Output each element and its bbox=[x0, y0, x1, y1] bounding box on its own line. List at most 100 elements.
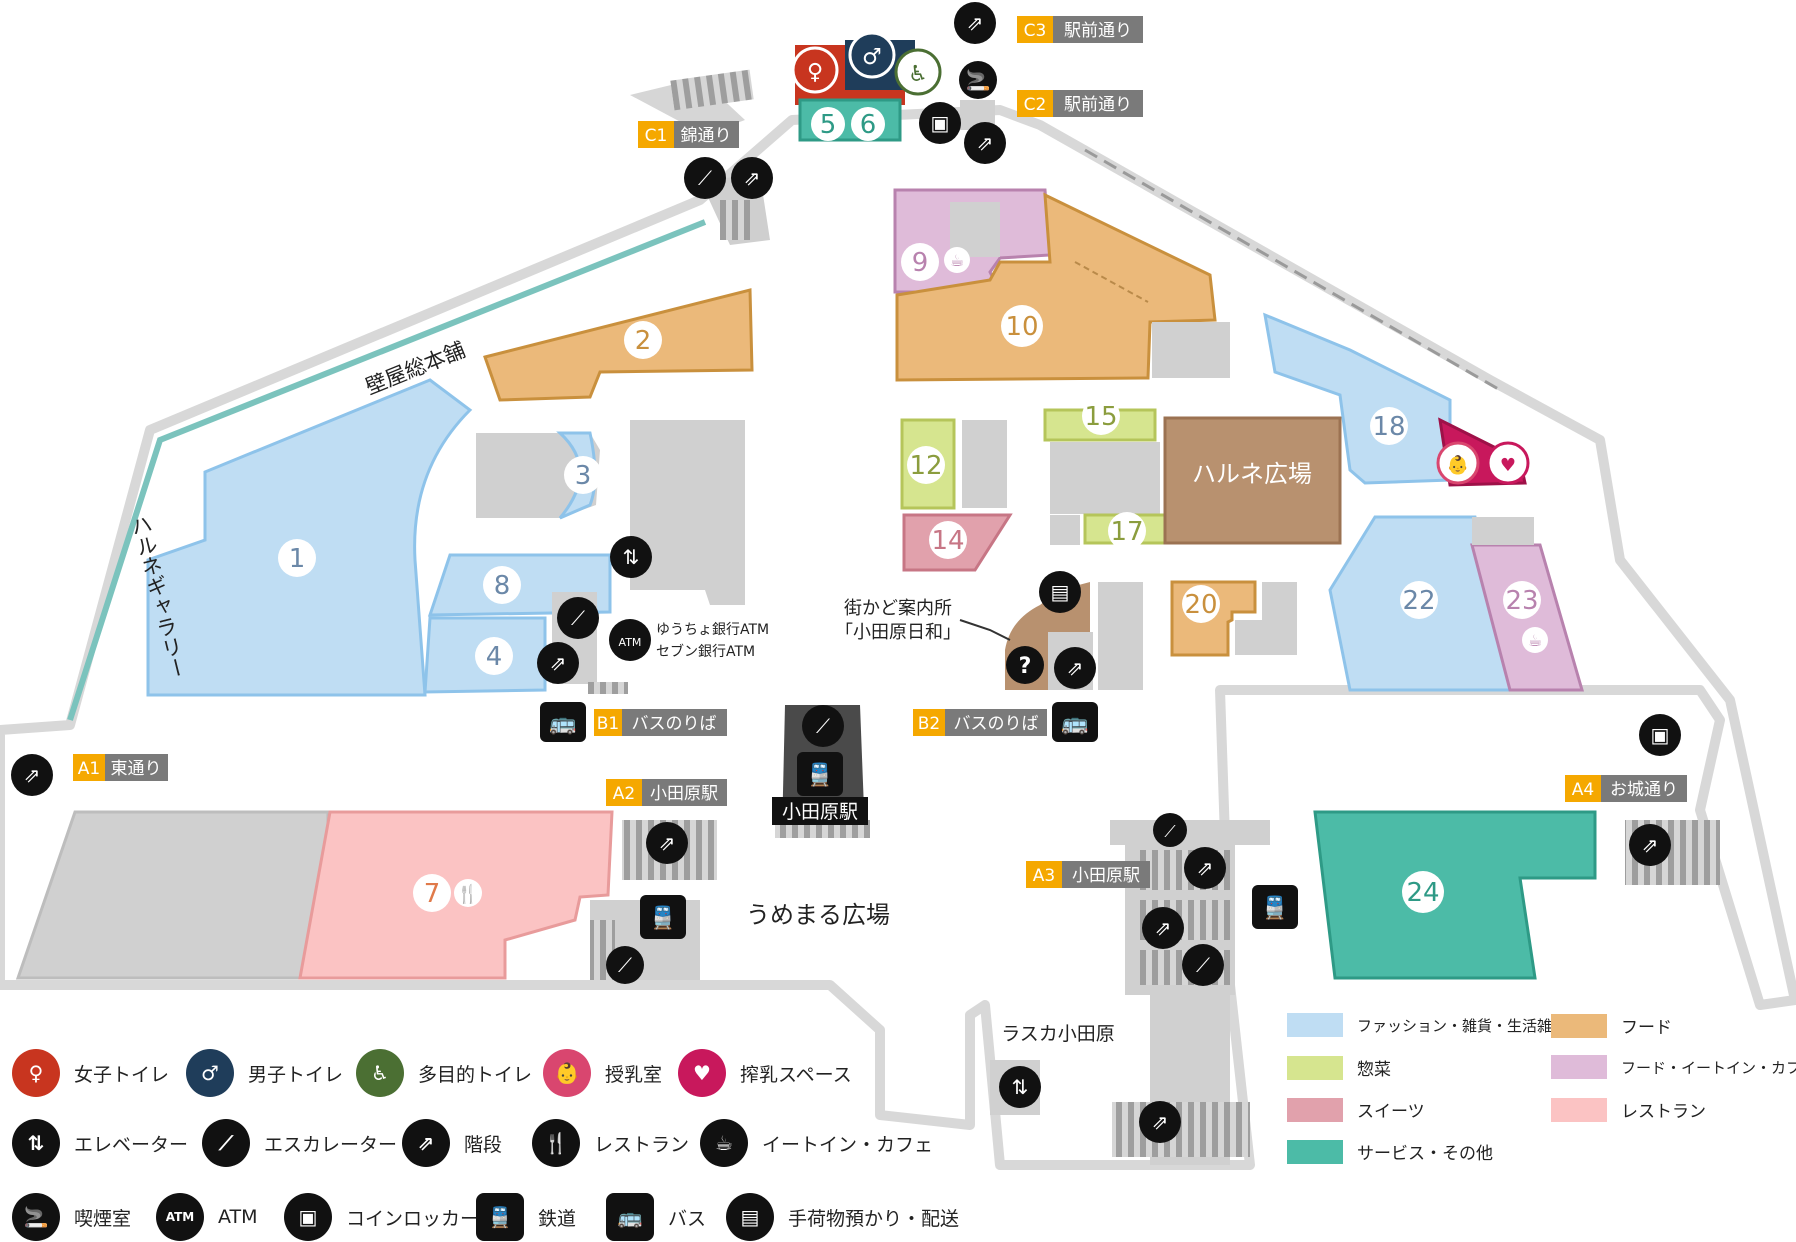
eat-in-cafe-icon: ☕ bbox=[1522, 627, 1548, 653]
shop-7-number: 7 bbox=[424, 879, 441, 909]
stairs-icon[interactable]: ⇗ bbox=[1629, 824, 1671, 866]
svg-text:♀: ♀ bbox=[807, 60, 823, 85]
shop-10[interactable] bbox=[895, 192, 1217, 382]
escalator-icon[interactable]: ⟋ bbox=[802, 705, 844, 747]
stairs-icon[interactable]: ⇗ bbox=[11, 754, 53, 796]
legend-eat-in: ☕ イートイン・カフェ bbox=[700, 1119, 933, 1167]
railway-icon[interactable]: 🚆 bbox=[1252, 885, 1298, 929]
svg-text:C2: C2 bbox=[1024, 95, 1047, 115]
info-question-icon[interactable]: ? bbox=[1006, 646, 1044, 684]
shop-9-badge[interactable]: 9 bbox=[901, 243, 939, 281]
escalator-icon[interactable]: ⟋ bbox=[557, 597, 599, 639]
legend-atm: ATM ATM bbox=[156, 1193, 258, 1241]
shop-18[interactable] bbox=[1263, 312, 1452, 485]
shop-5-badge[interactable]: 5 bbox=[811, 107, 845, 141]
stairs-icon[interactable]: ⇗ bbox=[1184, 847, 1226, 889]
coin-locker-icon[interactable]: ▣ bbox=[1639, 714, 1681, 756]
shop-24[interactable] bbox=[1313, 810, 1597, 980]
svg-text:⇗: ⇗ bbox=[1155, 916, 1172, 940]
stairs-icon[interactable]: ⇗ bbox=[954, 2, 996, 44]
pumping-space-icon[interactable]: ♥ bbox=[1486, 441, 1530, 485]
shop-14-badge[interactable]: 14 bbox=[929, 521, 967, 559]
bus-icon[interactable]: 🚌 bbox=[540, 702, 586, 742]
dashed-edge-line bbox=[1084, 148, 1501, 392]
svg-text:ATM: ATM bbox=[619, 636, 642, 649]
shop-7-badge[interactable]: 7 bbox=[413, 874, 451, 912]
stairs-icon[interactable]: ⇗ bbox=[646, 822, 688, 864]
legend-sweets: スイーツ bbox=[1287, 1097, 1425, 1122]
bus-icon[interactable]: 🚌 bbox=[1052, 702, 1098, 742]
legend-railway: 🚆 鉄道 bbox=[476, 1193, 576, 1241]
shop-5-number: 5 bbox=[820, 110, 837, 140]
multi-toilet-icon[interactable]: ♿ bbox=[894, 48, 942, 96]
svg-text:⟋: ⟋ bbox=[698, 166, 712, 190]
svg-text:⟋: ⟋ bbox=[1164, 822, 1176, 841]
shop-3-badge[interactable]: 3 bbox=[564, 456, 602, 494]
shop-8-badge[interactable]: 8 bbox=[483, 566, 521, 604]
svg-text:👶: 👶 bbox=[1447, 454, 1469, 476]
stairs-icon[interactable]: ⇗ bbox=[731, 157, 773, 199]
shop-24-badge[interactable]: 24 bbox=[1402, 871, 1444, 913]
shop-17-badge[interactable]: 17 bbox=[1108, 512, 1146, 550]
harune-plaza-label: ハルネ広場 bbox=[1192, 460, 1312, 488]
block-15-17-gray-left bbox=[1050, 515, 1080, 545]
womens-toilet-icon[interactable]: ♀ bbox=[791, 46, 839, 94]
shop-1-number: 1 bbox=[289, 544, 306, 574]
legend-mens-toilet: ♂ 男子トイレ bbox=[186, 1049, 343, 1097]
nursing-room-icon[interactable]: 👶 bbox=[1436, 441, 1480, 485]
elevator-icon[interactable]: ⇅ bbox=[610, 536, 652, 578]
shop-2[interactable] bbox=[483, 288, 754, 402]
escalator-icon[interactable]: ⟋ bbox=[1153, 813, 1187, 847]
elevator-icon[interactable]: ⇅ bbox=[999, 1066, 1041, 1108]
shop-3[interactable] bbox=[476, 433, 600, 518]
shop-6-badge[interactable]: 6 bbox=[851, 107, 885, 141]
stairs-icon[interactable]: ⇗ bbox=[537, 642, 579, 684]
shop-10-dashed bbox=[1074, 261, 1149, 303]
shop-20-badge[interactable]: 20 bbox=[1182, 585, 1220, 623]
shop-3-fashion[interactable] bbox=[556, 431, 597, 520]
baggage-icon: ▤ bbox=[726, 1193, 774, 1241]
info-center-label-2: 「小田原日和」 bbox=[835, 622, 961, 643]
svg-text:小田原駅: 小田原駅 bbox=[650, 784, 718, 804]
baggage-icon[interactable]: ▤ bbox=[1039, 571, 1081, 613]
legend-pumping-space: ♥ 搾乳スペース bbox=[678, 1049, 852, 1097]
svg-text:⇗: ⇗ bbox=[1152, 1110, 1169, 1134]
stairs-icon[interactable]: ⇗ bbox=[1054, 647, 1096, 689]
stairs-icon[interactable]: ⇗ bbox=[1142, 907, 1184, 949]
coin-locker-icon[interactable]: ▣ bbox=[919, 102, 961, 144]
shop-10-number: 10 bbox=[1005, 312, 1038, 342]
shop-15-badge[interactable]: 15 bbox=[1082, 397, 1120, 435]
smoking-icon[interactable]: 🚬 bbox=[959, 61, 997, 99]
shop-1[interactable] bbox=[146, 378, 473, 697]
svg-text:⇗: ⇗ bbox=[1067, 656, 1084, 680]
svg-text:C1: C1 bbox=[645, 126, 668, 146]
stairs-icon[interactable]: ⇗ bbox=[1139, 1101, 1181, 1143]
shop-2-badge[interactable]: 2 bbox=[624, 321, 662, 359]
atm-icon[interactable]: ATM bbox=[609, 619, 651, 661]
escalator-icon[interactable]: ⟋ bbox=[1182, 944, 1224, 986]
railway-icon[interactable]: 🚆 bbox=[640, 895, 686, 939]
coin-locker-icon: ▣ bbox=[284, 1193, 332, 1241]
escalator-icon[interactable]: ⟋ bbox=[684, 157, 726, 199]
shop-23-badge[interactable]: 23 bbox=[1503, 581, 1541, 619]
mens-toilet-icon[interactable]: ♂ bbox=[848, 31, 896, 79]
shop-22-badge[interactable]: 22 bbox=[1400, 581, 1438, 619]
stairs-icon[interactable]: ⇗ bbox=[964, 122, 1006, 164]
escalator-icon[interactable]: ⟋ bbox=[606, 946, 644, 984]
railway-icon[interactable]: 🚆 bbox=[797, 752, 843, 796]
shop-4-badge[interactable]: 4 bbox=[475, 637, 513, 675]
shop-12-badge[interactable]: 12 bbox=[907, 446, 945, 484]
shop-10-badge[interactable]: 10 bbox=[1001, 305, 1043, 347]
shop-18-badge[interactable]: 18 bbox=[1370, 407, 1408, 445]
shop-1-badge[interactable]: 1 bbox=[278, 539, 316, 577]
shop-6-number: 6 bbox=[860, 110, 877, 140]
